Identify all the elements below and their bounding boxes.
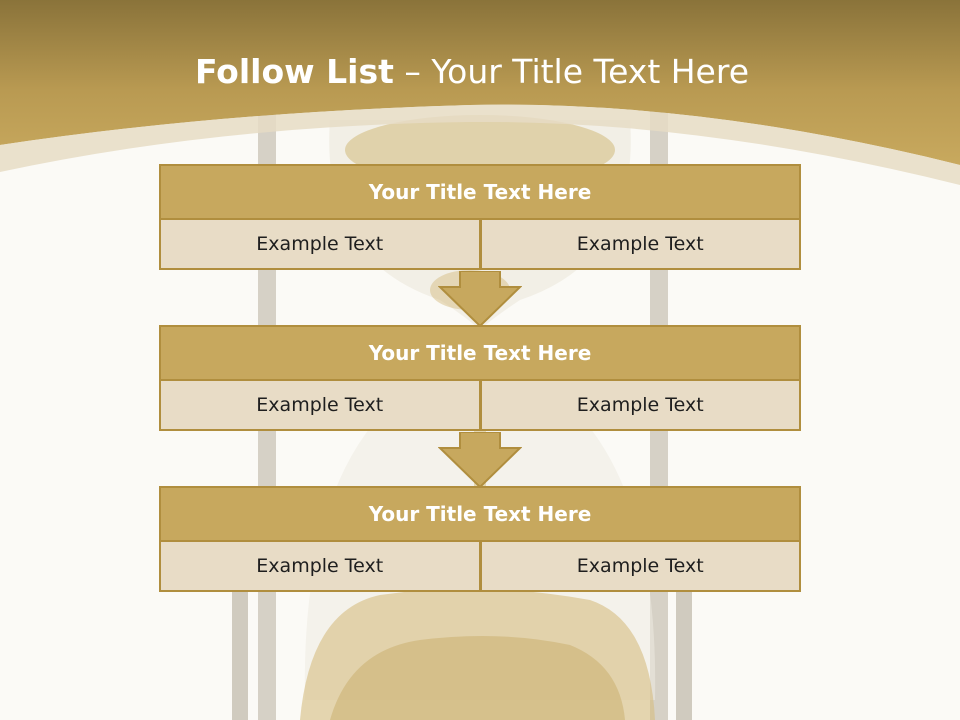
step-box-2: Your Title Text Here Example Text Exampl…: [159, 325, 801, 431]
slide-title-rest: – Your Title Text Here: [404, 52, 750, 91]
step-cell-right: Example Text: [480, 542, 801, 592]
step-box-3: Your Title Text Here Example Text Exampl…: [159, 486, 801, 592]
step-title: Your Title Text Here: [159, 325, 801, 381]
slide-title-bold: Follow List: [194, 52, 394, 91]
down-arrow-icon: [438, 271, 522, 328]
step-cell-left: Example Text: [159, 381, 481, 431]
step-title: Your Title Text Here: [159, 486, 801, 542]
down-arrow-icon: [438, 432, 522, 489]
step-title: Your Title Text Here: [159, 164, 801, 220]
step-cell-right: Example Text: [480, 220, 801, 270]
step-box-1: Your Title Text Here Example Text Exampl…: [159, 164, 801, 270]
step-cell-right: Example Text: [480, 381, 801, 431]
step-cell-left: Example Text: [159, 542, 481, 592]
step-cell-left: Example Text: [159, 220, 481, 270]
slide-title: Follow List – Your Title Text Here: [0, 52, 944, 91]
